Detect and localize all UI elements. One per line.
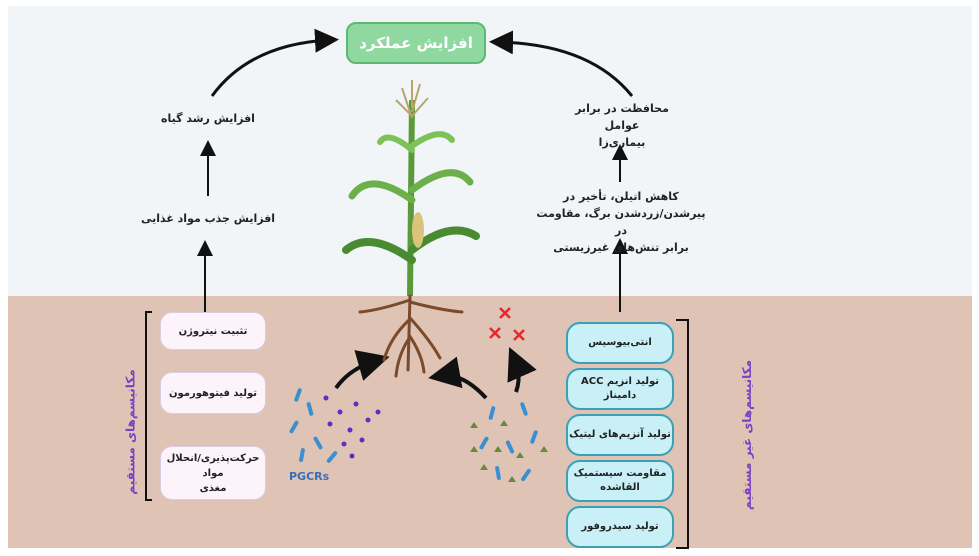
plant-growth-text: افزایش رشد گیاه — [161, 112, 255, 125]
arrow-to-pathogen — [507, 347, 537, 393]
phytohormone-pill: تولید فیتوهورمون — [160, 372, 266, 414]
plant-roots — [358, 294, 464, 378]
direct-mechanisms-label: مکانیسم‌های مستقیم — [123, 369, 138, 495]
acc-deaminase-pill: تولید انزیم ACC دامیناز — [566, 368, 674, 410]
bacteria-cluster-right — [470, 402, 548, 482]
pathogen-protection-text: محافظت در برابر عوامل بیماری‌زا — [575, 102, 669, 149]
siderophore-pill: تولید سیدروفور — [566, 506, 674, 548]
corn-plant — [342, 80, 480, 297]
antibiosis-pill: انتی‌بیوسیس — [566, 322, 674, 364]
ethylene-reduction-text: کاهش اتیلن، تأخیر در پیرشدن/زردشدن برگ، … — [536, 190, 706, 254]
arrow-right-to-root — [428, 356, 488, 400]
direct-bracket — [145, 311, 152, 501]
curve-arrow-left — [210, 28, 339, 97]
pathogen-x-marks — [489, 307, 525, 341]
yield-increase-box: افزایش عملکرد — [346, 22, 486, 64]
lytic-enzymes-pill: تولید آنزیم‌های لیتیک — [566, 414, 674, 456]
pgcrs-label: PGCRs — [289, 470, 330, 483]
indirect-bracket — [676, 319, 689, 549]
curve-arrow-right — [489, 30, 634, 97]
indirect-mechanisms-label: مکانیسم‌های غیر مستقیم — [740, 359, 755, 511]
arrow-bacteria-to-root — [334, 350, 390, 390]
systemic-resistance-pill: مقاومت سیستمیک القاشده — [566, 460, 674, 502]
bacteria-cluster-left — [289, 388, 381, 463]
nitrogen-fixation-pill: تثبیت نیتروژن — [160, 312, 266, 350]
nutrient-mobility-pill: حرکت‌پذیری/انحلال مواد مغذی — [160, 446, 266, 500]
nutrient-uptake-text: افزایش جذب مواد غذایی — [140, 212, 276, 225]
sky-background — [8, 6, 972, 296]
